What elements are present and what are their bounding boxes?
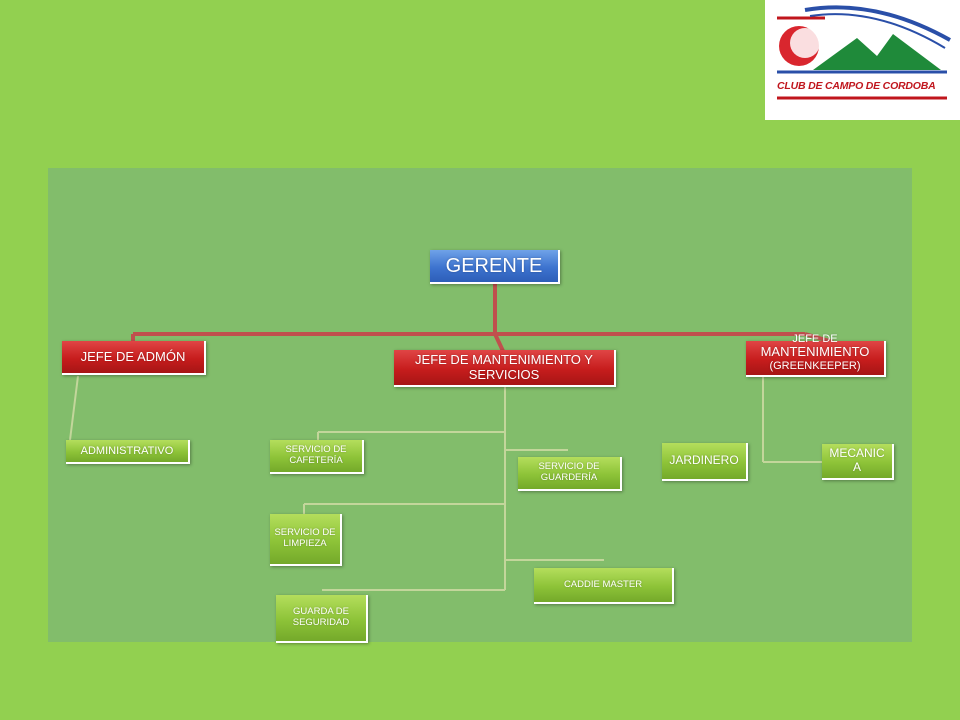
node-caddie-master-label: CADDIE MASTER [563,578,643,590]
node-jardinero-label: JARDINERO [669,453,739,468]
node-jardinero: JARDINERO [662,443,748,481]
connector-lines [69,282,834,591]
club-logo: CLUB DE CAMPO DE CORDOBA [765,0,960,120]
node-caddie-master: CADDIE MASTER [534,568,674,604]
node-mecanica-label: MECANIC A [829,446,885,474]
org-chart-panel: GERENTE JEFE DE ADMÓN JEFE DE MANTENIMIE… [48,168,912,643]
node-administrativo-label: ADMINISTRATIVO [80,444,174,457]
node-jefe-mantenimiento-servicios: JEFE DE MANTENIMIENTO Y SERVICIOS [394,350,616,387]
node-mecanica: MECANIC A [822,444,894,480]
node-servicio-limpieza-label: SERVICIO DE LIMPIEZA [274,527,336,549]
node-jefe-mantenimiento-servicios-label: JEFE DE MANTENIMIENTO Y SERVICIOS [415,351,593,382]
node-jefe-admon: JEFE DE ADMÓN [62,341,206,375]
node-guarda-seguridad-label: GUARDA DE SEGURIDAD [292,606,350,628]
node-gerente: GERENTE [430,250,560,284]
node-servicio-limpieza: SERVICIO DE LIMPIEZA [270,514,342,566]
node-jefe-admon-label: JEFE DE ADMÓN [80,348,186,364]
node-jefe-greenkeeper-line1: JEFE DE [792,332,838,345]
logo-text: CLUB DE CAMPO DE CORDOBA [777,80,936,92]
node-guarda-seguridad: GUARDA DE SEGURIDAD [276,595,368,643]
node-servicio-guarderia-label: SERVICIO DE GUARDERÍA [538,461,600,483]
node-servicio-cafeteria-label: SERVICIO DE CAFETERÍA [285,444,347,466]
node-jefe-greenkeeper-line3: (GREENKEEPER) [769,360,861,373]
node-administrativo: ADMINISTRATIVO [66,440,190,464]
node-servicio-guarderia: SERVICIO DE GUARDERÍA [518,457,622,491]
node-jefe-greenkeeper-line2: MANTENIMIENTO [760,344,870,360]
node-gerente-label: GERENTE [445,254,543,277]
node-jefe-greenkeeper: JEFE DE MANTENIMIENTO (GREENKEEPER) [746,333,886,377]
logo-graphic-icon [777,5,951,100]
node-servicio-cafeteria: SERVICIO DE CAFETERÍA [270,440,364,474]
